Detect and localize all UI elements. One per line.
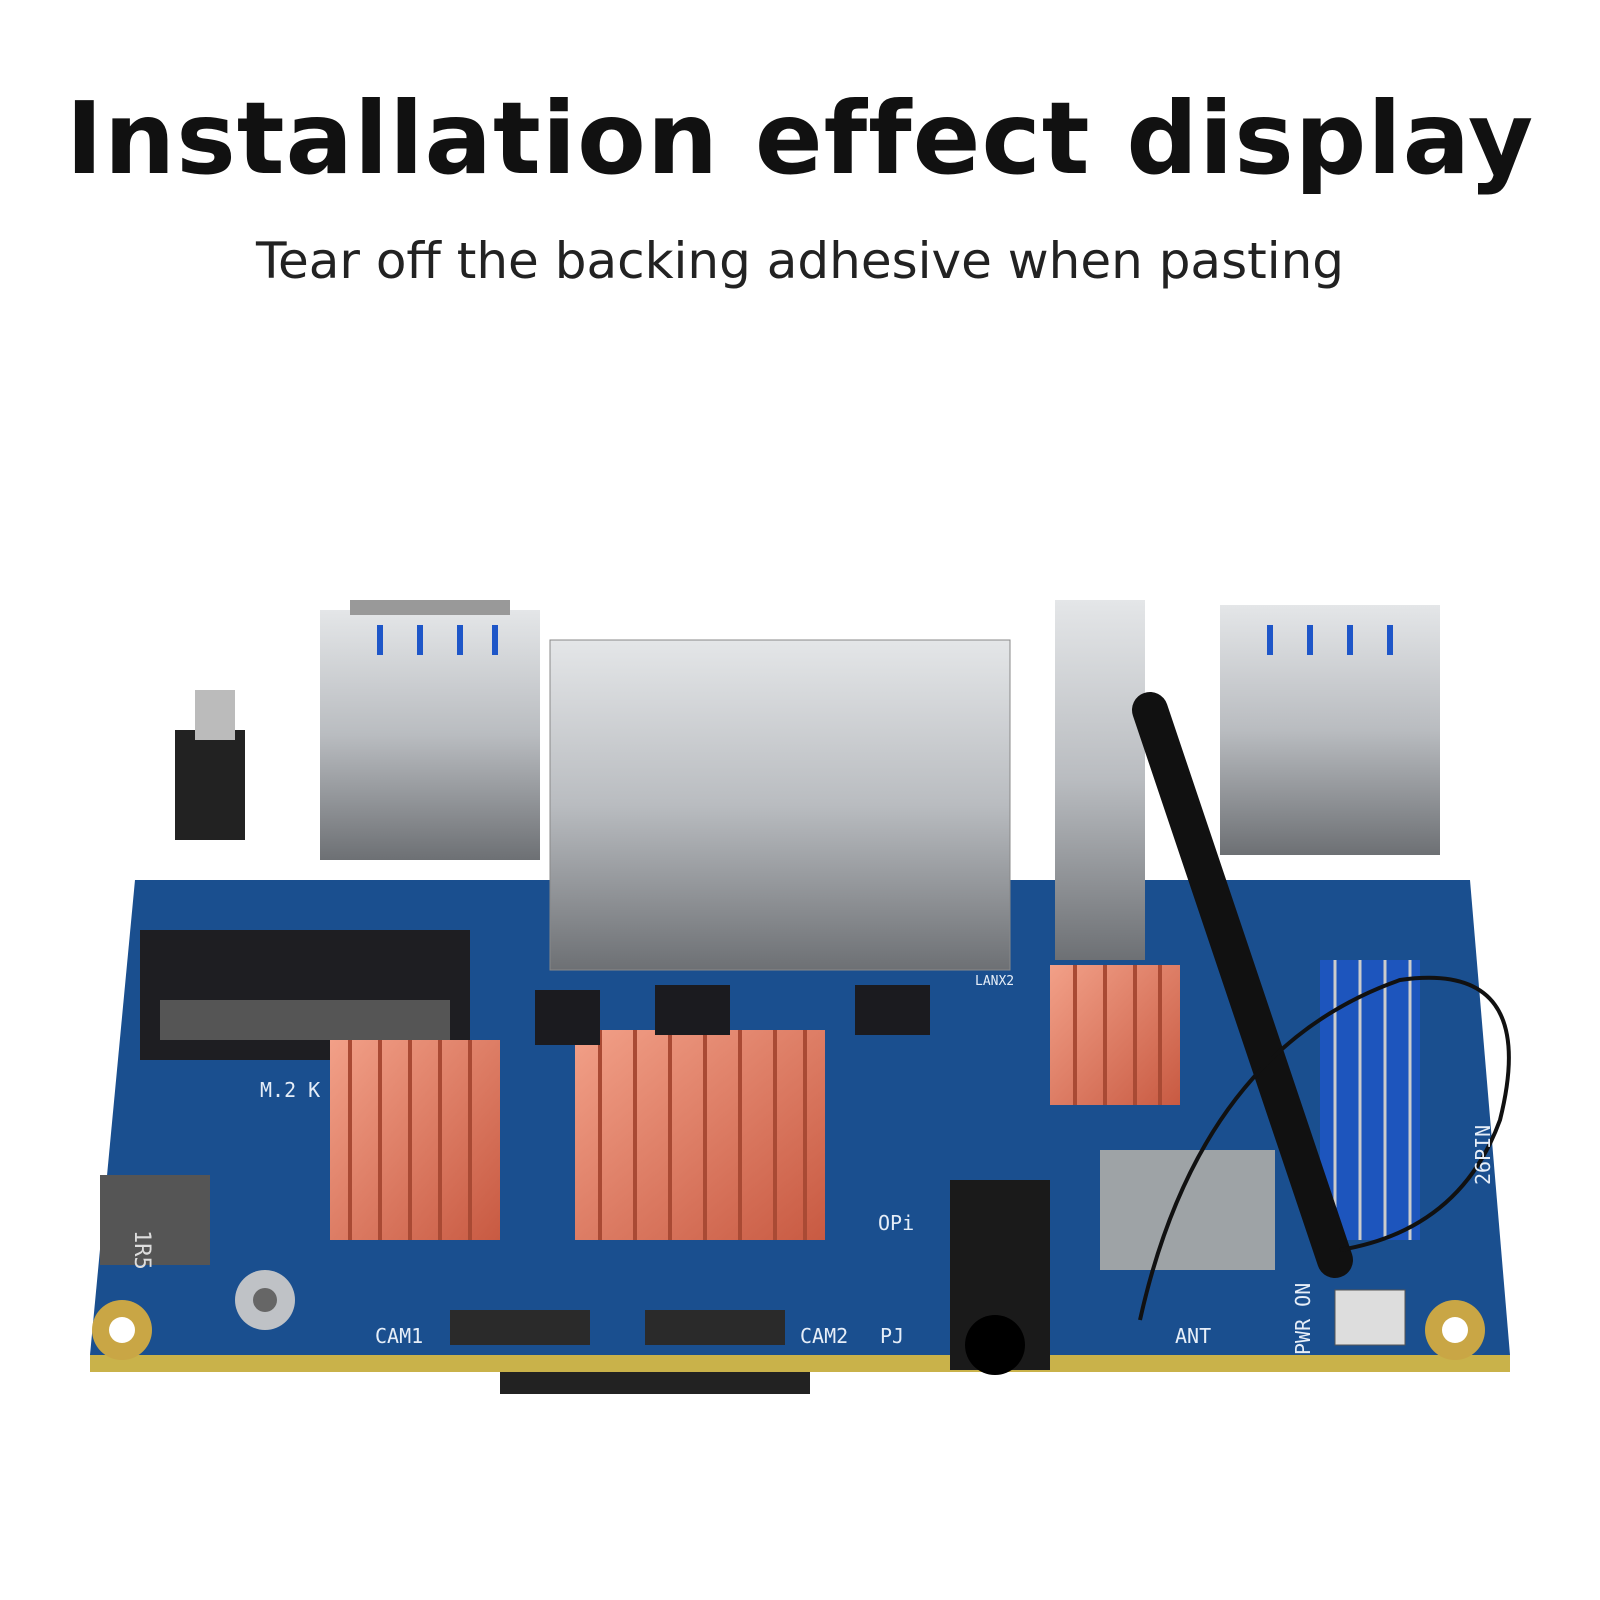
page-title: Installation effect display	[65, 80, 1535, 197]
ethernet-ports	[549, 639, 1011, 971]
label-inductor: 1R5	[129, 1230, 154, 1270]
label-cam2: CAM2	[800, 1324, 848, 1348]
chips	[100, 985, 1275, 1270]
label-ant: ANT	[1175, 1324, 1211, 1348]
heatsink-mini	[1050, 965, 1180, 1105]
label-26pin: 26PIN	[1471, 1125, 1495, 1185]
usb-c-port	[1055, 600, 1145, 960]
label-cam1: CAM1	[375, 1324, 423, 1348]
power-jack	[175, 690, 245, 840]
label-pwr-on: PWR ON	[1291, 1283, 1315, 1355]
power-button	[1334, 1289, 1406, 1346]
cam1-connector	[450, 1310, 590, 1345]
usb-port-right	[1220, 605, 1440, 855]
m2-slot	[140, 930, 470, 1060]
heatsink-large	[575, 1030, 825, 1240]
heatsink-small	[330, 1040, 500, 1240]
gpio-header	[1320, 960, 1420, 1240]
label-pj: PJ	[880, 1324, 904, 1348]
cam2-connector	[645, 1310, 785, 1345]
antenna	[1132, 692, 1511, 1321]
mounting-holes	[92, 1270, 1485, 1360]
page-subtitle: Tear off the backing adhesive when pasti…	[255, 232, 1345, 290]
label-opi: OPi	[878, 1211, 914, 1235]
usb-port-left	[320, 600, 540, 860]
label-m2: M.2 K	[260, 1078, 320, 1102]
label-lan: LANX2	[975, 974, 1014, 989]
audio-jack	[950, 1180, 1050, 1375]
